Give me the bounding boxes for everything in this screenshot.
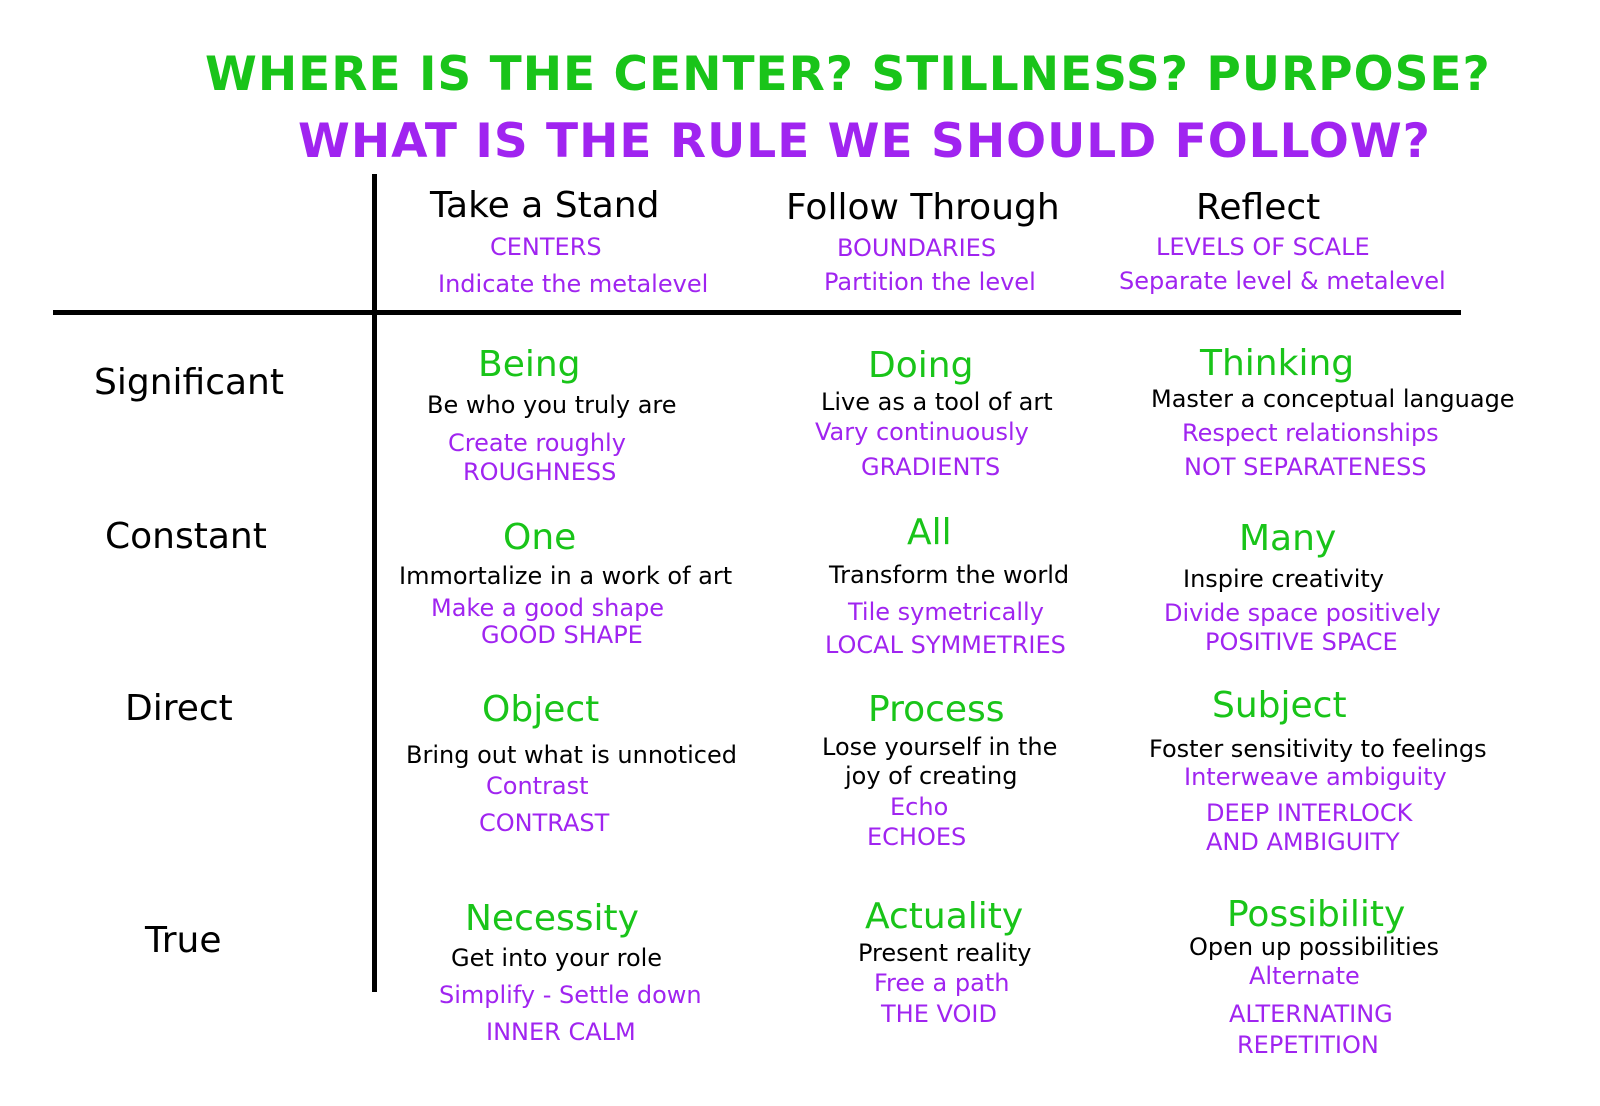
cell-principle: Respect relationships xyxy=(1182,419,1439,447)
column-sub-centers: CENTERS xyxy=(490,233,602,261)
cell-property: INNER CALM xyxy=(486,1018,636,1046)
cell-principle: Interweave ambiguity xyxy=(1184,763,1447,791)
column-sub-levels-of-scale: LEVELS OF SCALE xyxy=(1156,233,1370,261)
cell-principle: Contrast xyxy=(486,772,589,800)
cell-description: Present reality xyxy=(858,939,1032,967)
cell-category-object: Object xyxy=(482,689,600,730)
column-sub-indicate-metalevel: Indicate the metalevel xyxy=(438,270,709,298)
column-sub-separate-level: Separate level & metalevel xyxy=(1119,267,1446,295)
cell-description: Master a conceptual language xyxy=(1151,385,1515,413)
cell-principle: Simplify - Settle down xyxy=(439,981,702,1009)
cell-category-many: Many xyxy=(1239,518,1337,559)
cell-description: Live as a tool of art xyxy=(821,388,1053,416)
cell-principle: Alternate xyxy=(1249,962,1360,990)
cell-property: AND AMBIGUITY xyxy=(1206,828,1400,856)
cell-property: REPETITION xyxy=(1237,1031,1379,1059)
cell-category-all: All xyxy=(907,512,952,553)
title-line-2: WHAT IS THE RULE WE SHOULD FOLLOW? xyxy=(298,114,1431,169)
cell-property: ALTERNATING xyxy=(1229,1000,1393,1028)
cell-property: ROUGHNESS xyxy=(463,458,617,486)
cell-property: THE VOID xyxy=(881,1000,997,1028)
row-header-direct: Direct xyxy=(125,688,233,729)
cell-description: joy of creating xyxy=(845,762,1018,790)
cell-description: Bring out what is unnoticed xyxy=(406,741,737,769)
title-line-1: WHERE IS THE CENTER? STILLNESS? PURPOSE? xyxy=(205,47,1491,102)
column-header-take-a-stand: Take a Stand xyxy=(430,185,660,226)
cell-category-possibility: Possibility xyxy=(1227,894,1406,935)
cell-category-subject: Subject xyxy=(1212,685,1347,726)
cell-principle: Tile symetrically xyxy=(848,598,1044,626)
column-header-follow-through: Follow Through xyxy=(786,187,1060,228)
cell-principle: Divide space positively xyxy=(1164,599,1441,627)
cell-property: CONTRAST xyxy=(479,809,610,837)
cell-category-being: Being xyxy=(478,344,581,385)
cell-category-actuality: Actuality xyxy=(865,896,1024,937)
column-sub-boundaries: BOUNDARIES xyxy=(837,234,997,262)
cell-property: LOCAL SYMMETRIES xyxy=(825,631,1066,659)
horizontal-divider xyxy=(53,310,1461,315)
vertical-divider xyxy=(372,174,377,992)
row-header-constant: Constant xyxy=(105,516,267,557)
cell-property: GOOD SHAPE xyxy=(481,621,643,649)
column-header-reflect: Reflect xyxy=(1196,187,1321,228)
cell-category-process: Process xyxy=(868,689,1005,730)
cell-description: Open up possibilities xyxy=(1189,933,1439,961)
cell-property: GRADIENTS xyxy=(861,453,1001,481)
row-header-true: True xyxy=(145,920,222,961)
cell-property: ECHOES xyxy=(867,823,967,851)
cell-description: Foster sensitivity to feelings xyxy=(1149,735,1487,763)
cell-description: Transform the world xyxy=(829,561,1070,589)
cell-category-necessity: Necessity xyxy=(465,898,639,939)
cell-category-one: One xyxy=(503,517,577,558)
cell-description: Get into your role xyxy=(451,944,663,972)
cell-description: Immortalize in a work of art xyxy=(399,562,733,590)
cell-category-thinking: Thinking xyxy=(1200,343,1355,384)
cell-description: Lose yourself in the xyxy=(822,733,1058,761)
row-header-significant: Significant xyxy=(94,362,284,403)
cell-description: Inspire creativity xyxy=(1183,565,1384,593)
cell-property: NOT SEPARATENESS xyxy=(1184,453,1427,481)
cell-principle: Make a good shape xyxy=(431,594,665,622)
cell-description: Be who you truly are xyxy=(427,391,677,419)
cell-principle: Echo xyxy=(890,793,949,821)
cell-property: POSITIVE SPACE xyxy=(1205,628,1398,656)
cell-category-doing: Doing xyxy=(868,345,974,386)
column-sub-partition-level: Partition the level xyxy=(824,268,1036,296)
cell-principle: Create roughly xyxy=(448,429,626,457)
cell-principle: Vary continuously xyxy=(815,418,1029,446)
cell-property: DEEP INTERLOCK xyxy=(1206,799,1413,827)
cell-principle: Free a path xyxy=(874,969,1010,997)
